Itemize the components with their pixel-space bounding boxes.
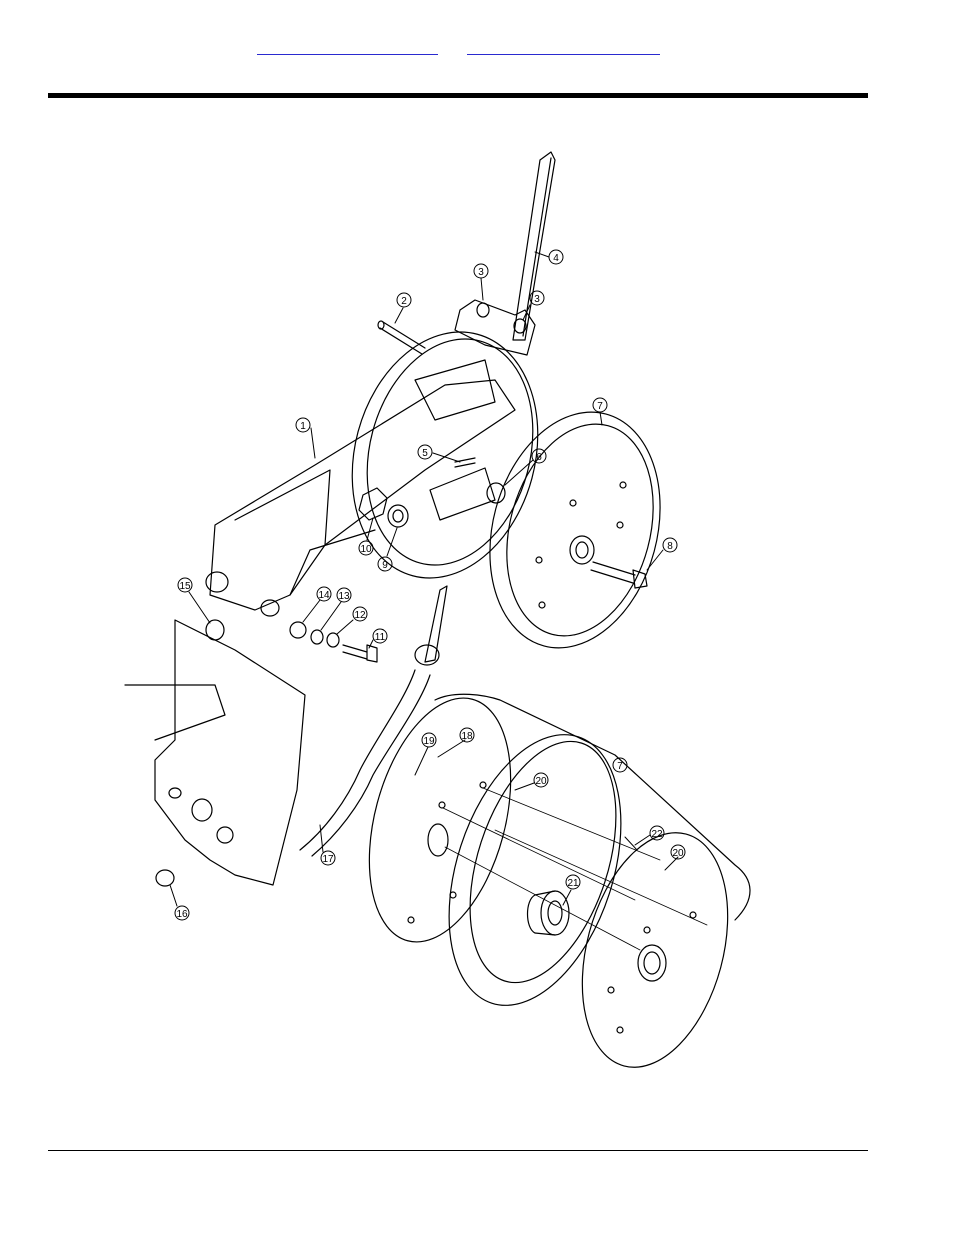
wheel-bolt-part (590, 561, 648, 589)
gauge-wheel-upper (489, 411, 661, 649)
callout-3b: 3 (534, 294, 540, 305)
rear-disc (351, 331, 539, 579)
bracket-part (454, 299, 536, 356)
callout-2: 2 (401, 296, 407, 307)
callout-16: 16 (176, 909, 188, 920)
callout-7b: 7 (617, 761, 623, 772)
parts-exploded-diagram: 1 2 3 3 4 5 6 7 8 9 10 11 12 13 14 15 16… (124, 151, 751, 1068)
callout-21: 21 (567, 878, 579, 889)
handle-part (512, 151, 556, 341)
hub-bearing-part (526, 890, 570, 936)
header-link-right[interactable] (467, 40, 660, 55)
callout-6: 6 (536, 452, 542, 463)
outer-disc (581, 832, 729, 1068)
mount-bracket (124, 619, 306, 887)
callout-15: 15 (179, 581, 191, 592)
spring-part (299, 585, 448, 857)
callout-3a: 3 (478, 267, 484, 278)
callout-20b: 20 (672, 848, 684, 859)
header-link-left[interactable] (257, 40, 438, 55)
callout-9: 9 (382, 560, 388, 571)
callout-10: 10 (360, 544, 372, 555)
callout-7: 7 (597, 401, 603, 412)
callout-5: 5 (422, 448, 428, 459)
exploded-guides (442, 787, 708, 951)
inner-disc (368, 697, 512, 943)
assembly-brace (434, 693, 751, 921)
footer-rule (48, 1150, 868, 1151)
hardware-stack (205, 619, 378, 663)
callout-19: 19 (423, 736, 435, 747)
callout-11: 11 (375, 632, 386, 643)
nut-part (358, 487, 388, 521)
callout-12: 12 (354, 610, 366, 621)
callout-labels: 1 2 3 3 4 5 6 7 8 9 10 11 12 13 14 15 16… (169, 249, 686, 921)
callout-22: 22 (651, 829, 663, 840)
callout-1: 1 (300, 421, 306, 432)
header-rule (48, 93, 868, 98)
callout-18: 18 (461, 731, 473, 742)
tire-part (448, 734, 622, 1006)
callout-14: 14 (318, 590, 330, 601)
callout-13: 13 (338, 591, 350, 602)
callout-8: 8 (667, 541, 673, 552)
spacer-part (486, 482, 506, 504)
pin-part (377, 320, 426, 355)
callout-17: 17 (322, 854, 334, 865)
bolt-part (454, 457, 476, 468)
callout-20a: 20 (535, 776, 547, 787)
callout-4: 4 (553, 253, 559, 264)
frame-arm-part (205, 359, 516, 617)
bushing-part (387, 504, 409, 528)
